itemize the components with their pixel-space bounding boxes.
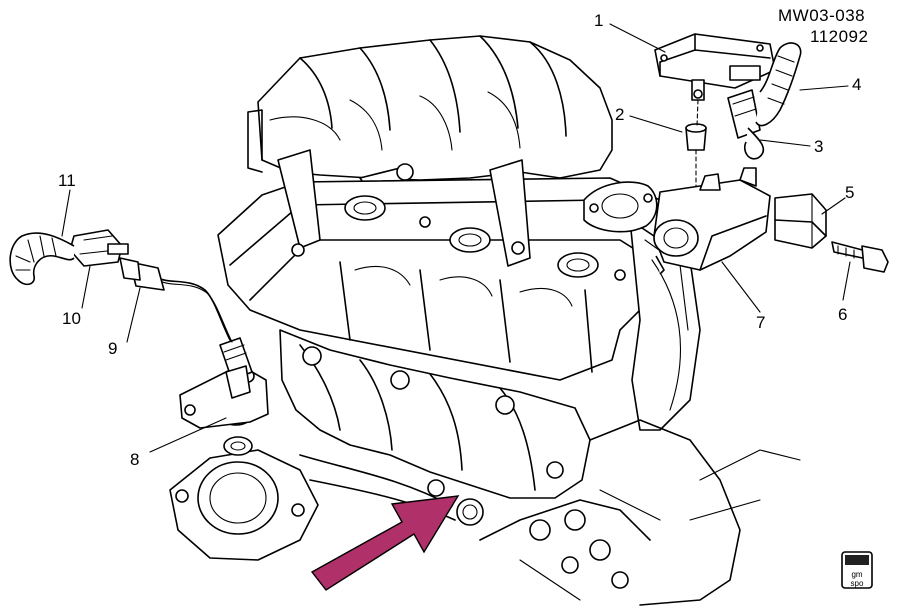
exhaust-manifold bbox=[279, 329, 591, 526]
callout-7: 7 bbox=[756, 313, 765, 332]
valve-cover bbox=[629, 219, 701, 431]
callout-6: 6 bbox=[838, 305, 847, 324]
callout-10: 10 bbox=[62, 309, 81, 328]
exhaust-flange bbox=[169, 436, 319, 561]
pointer-arrow bbox=[310, 495, 460, 591]
logo-text-gm: gm bbox=[851, 570, 862, 579]
harness-connector-part-3-4 bbox=[727, 42, 802, 160]
callout-3: 3 bbox=[814, 137, 823, 156]
logo-text-spo: spo bbox=[851, 579, 864, 588]
callout-2: 2 bbox=[615, 105, 624, 124]
figure-date: 112092 bbox=[810, 27, 869, 46]
harness-part-10-11 bbox=[9, 229, 129, 286]
gm-spo-logo: gm spo bbox=[841, 551, 873, 589]
callout-1: 1 bbox=[594, 11, 603, 30]
intake-manifold bbox=[247, 35, 613, 193]
callout-9: 9 bbox=[108, 339, 117, 358]
callout-4: 4 bbox=[852, 75, 861, 94]
leader-lines bbox=[61, 23, 851, 453]
callout-8: 8 bbox=[130, 450, 139, 469]
bracket-part-5 bbox=[774, 193, 827, 249]
bolt-part-6 bbox=[831, 241, 889, 273]
solenoid-part-7 bbox=[583, 167, 771, 275]
vacuum-fitting-part-2 bbox=[685, 99, 707, 201]
figure-code: MW03-038 bbox=[778, 6, 866, 25]
map-sensor-part-1 bbox=[654, 33, 776, 101]
callout-labels: 1 2 3 4 5 6 7 8 9 10 11 bbox=[58, 11, 861, 469]
oxygen-sensor-part-9 bbox=[119, 257, 269, 429]
callout-11: 11 bbox=[58, 171, 76, 190]
callout-5: 5 bbox=[845, 183, 854, 202]
lower-block bbox=[479, 419, 801, 606]
